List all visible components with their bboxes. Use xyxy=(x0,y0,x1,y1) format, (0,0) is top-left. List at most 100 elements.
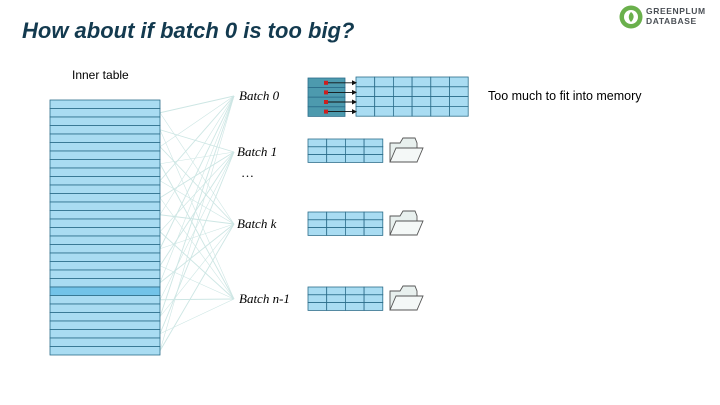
pointer-dot xyxy=(324,80,328,85)
batch-k-cell xyxy=(307,219,328,229)
inner-table-row xyxy=(49,116,161,126)
inner-table-row xyxy=(49,133,161,143)
batch-k-cell xyxy=(326,211,346,221)
pointer-arrowhead xyxy=(352,80,357,86)
inner-table-row xyxy=(49,329,161,339)
fan-line xyxy=(159,95,235,351)
batch-0-cell xyxy=(374,76,394,88)
batch-tables xyxy=(307,76,469,311)
inner-table-row xyxy=(49,142,161,152)
pointer-arrowhead xyxy=(352,109,357,115)
fan-line xyxy=(159,95,235,317)
batch-0-cell xyxy=(430,86,450,98)
inner-table-row xyxy=(49,167,161,177)
batch-0-cell xyxy=(449,76,469,88)
batch-0-cell xyxy=(392,76,413,88)
inner-table-row xyxy=(49,159,161,169)
batch-n-1-cell xyxy=(307,302,328,311)
batch-0-cell xyxy=(430,96,450,107)
inner-table xyxy=(49,99,161,356)
folders xyxy=(389,137,424,311)
batch-1-cell xyxy=(363,154,384,163)
inner-table-row xyxy=(49,295,161,305)
inner-table-row xyxy=(49,261,161,271)
batch-n-1-cell xyxy=(344,294,365,303)
greenplum-logo: GREENPLUM DATABASE xyxy=(618,4,714,30)
fan-line xyxy=(159,223,235,351)
fan-line xyxy=(159,95,235,249)
fan-line xyxy=(159,214,235,225)
pointer-arrowhead xyxy=(352,99,357,105)
fan-line xyxy=(159,223,235,317)
batch-0-cell xyxy=(392,96,413,107)
batch-0-cell xyxy=(449,96,469,107)
fan-line xyxy=(159,151,235,165)
pointer-dot xyxy=(324,109,328,114)
batch-0-cell xyxy=(374,106,394,117)
page-title: How about if batch 0 is too big? xyxy=(22,18,355,43)
inner-table-row xyxy=(49,210,161,220)
fan-line xyxy=(159,151,235,300)
batch-n-1-cell xyxy=(344,286,365,296)
batch-label-n-1: Batch n-1 xyxy=(239,291,290,306)
batch-n-1-cell xyxy=(363,286,384,296)
inner-table-row xyxy=(49,269,161,279)
inner-table-row xyxy=(49,99,161,109)
inner-table-row xyxy=(49,337,161,347)
batch-k-cell xyxy=(307,211,328,221)
batch-n-1-cell xyxy=(326,294,346,303)
inner-table-row xyxy=(49,184,161,194)
fan-line xyxy=(159,95,235,114)
batch-label-1: Batch 1 xyxy=(237,144,278,159)
batch-k-cell xyxy=(326,227,346,236)
pointer-dot xyxy=(324,100,328,104)
greenplum-logo-icon xyxy=(619,5,643,29)
pointer-dot xyxy=(324,90,328,95)
inner-table-row xyxy=(49,244,161,254)
batch-0-cell xyxy=(374,86,394,98)
batch-0-cell xyxy=(411,86,432,98)
pointer-arrowhead xyxy=(352,89,357,95)
fan-lines xyxy=(159,95,235,351)
batch-0-cell xyxy=(449,86,469,98)
fan-line xyxy=(159,231,235,300)
batch-k-cell xyxy=(363,227,384,236)
fan-line xyxy=(159,298,235,301)
memory-note: Too much to fit into memory xyxy=(488,89,642,103)
batch-1-cell xyxy=(344,154,365,163)
inner-table-row xyxy=(49,176,161,186)
batch-k-cell xyxy=(363,219,384,229)
batch-k-cell xyxy=(344,211,365,221)
folder-icon-flap xyxy=(389,295,424,311)
batch-k-cell xyxy=(363,211,384,221)
fan-line xyxy=(159,151,235,334)
batch-0-cell xyxy=(392,86,413,98)
inner-table-row xyxy=(49,125,161,135)
fan-line xyxy=(159,95,235,147)
fan-line xyxy=(159,112,235,225)
batch-1-cell xyxy=(344,138,365,148)
fan-line xyxy=(159,146,235,225)
batch-n-1-cell xyxy=(363,302,384,311)
fan-line xyxy=(159,95,235,215)
batch-label-k: Batch k xyxy=(237,216,277,231)
batch-1-cell xyxy=(326,146,346,156)
inner-table-row xyxy=(49,227,161,237)
batch-0-cell xyxy=(430,76,450,88)
fan-line xyxy=(159,151,235,266)
inner-table-row xyxy=(49,150,161,160)
fan-line xyxy=(159,197,235,300)
batch-n-1-cell xyxy=(344,302,365,311)
fan-line xyxy=(159,151,235,199)
batch-ellipsis: … xyxy=(241,165,254,180)
batch-1-cell xyxy=(363,138,384,148)
inner-table-row xyxy=(49,252,161,262)
fan-line xyxy=(159,129,235,153)
inner-table-row xyxy=(49,235,161,245)
logo-text-database: DATABASE xyxy=(646,16,697,26)
batch-1-cell xyxy=(307,146,328,156)
batch-0-cell xyxy=(355,86,376,98)
batch-0-cell xyxy=(430,106,450,117)
batch-n-1-cell xyxy=(363,294,384,303)
